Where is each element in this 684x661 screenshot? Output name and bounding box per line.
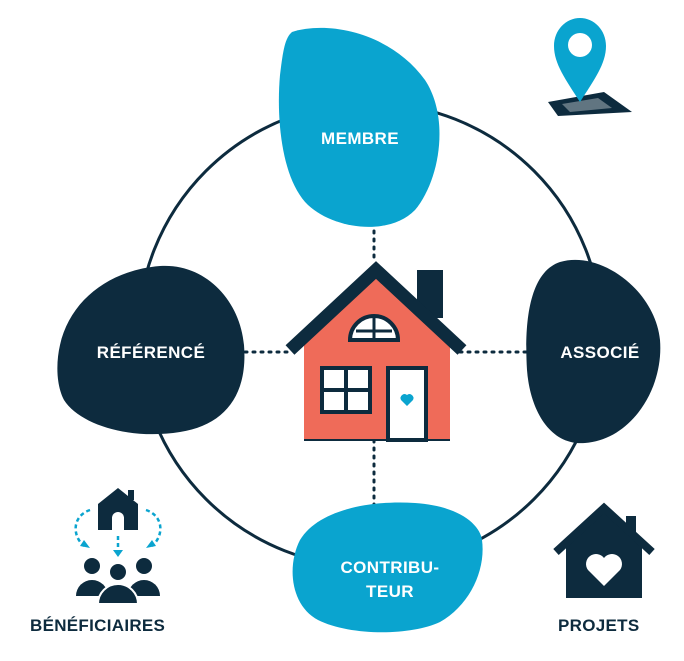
blob-membre[interactable] xyxy=(278,27,440,227)
blob-contributeur[interactable] xyxy=(292,502,483,633)
contributeur-label: CONTRIBU- TEUR xyxy=(300,556,480,604)
beneficiaires-label: BÉNÉFICIAIRES xyxy=(30,616,166,635)
blob-reference[interactable] xyxy=(57,265,245,435)
beneficiaries-icon xyxy=(74,488,162,605)
reference-label: RÉFÉRENCÉ xyxy=(96,343,206,362)
connectors xyxy=(243,213,530,510)
projets-label: PROJETS xyxy=(558,616,640,635)
contributeur-label-line1: CONTRIBU- xyxy=(340,558,440,577)
house-heart-icon xyxy=(553,502,655,598)
blob-associe[interactable] xyxy=(526,259,661,444)
membre-label: MEMBRE xyxy=(321,129,399,148)
contributeur-label-line2: TEUR xyxy=(366,582,414,601)
map-pin-icon xyxy=(548,18,632,116)
associe-label: ASSOCIÉ xyxy=(560,343,640,362)
house-icon xyxy=(285,261,467,442)
